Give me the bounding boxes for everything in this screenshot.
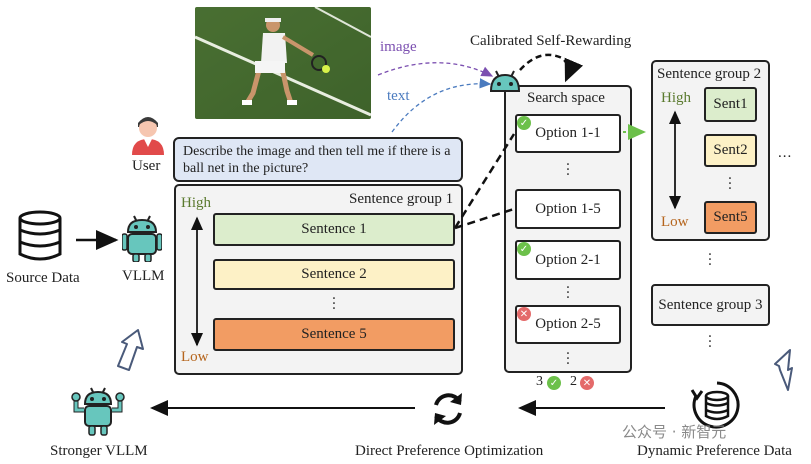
cross-icon: ✕ [517, 307, 531, 321]
refresh-icon [428, 389, 468, 429]
prompt-text: Describe the image and then tell me if t… [183, 144, 451, 176]
user-label: User [132, 158, 161, 174]
option-1-5-box: Option 1-5 [515, 189, 621, 229]
group2-horizontal-ellipsis: ... [778, 145, 793, 161]
database-icon [16, 210, 64, 262]
check-icon: ✓ [517, 116, 531, 130]
search-ellipsis-3: ··· [565, 346, 571, 372]
option-2-1-box: Option 2-1 [515, 240, 621, 280]
tennis-photo [195, 7, 371, 119]
check-icon: ✓ [517, 242, 531, 256]
sent5-box: Sent5 [704, 201, 757, 234]
dpo-label: Direct Preference Optimization [355, 443, 544, 459]
option-1-1-box: Option 1-1 [515, 114, 621, 153]
group1-high-label: High [181, 195, 211, 211]
sentence-1-box: Sentence 1 [213, 213, 455, 246]
groups-vertical-ellipsis: ··· [707, 247, 713, 273]
sentence-5-box: Sentence 5 [213, 318, 455, 351]
good-count: 3 [536, 374, 543, 389]
group2-low-label: Low [661, 214, 689, 230]
source-data-label: Source Data [6, 270, 80, 286]
calibrated-self-rewarding-title: Calibrated Self-Rewarding [470, 33, 632, 49]
sentence-group-1-title: Sentence group 1 [349, 191, 454, 207]
search-space-title: Search space [527, 90, 605, 106]
vllm-robot-icon [121, 214, 163, 263]
search-ellipsis-2: ··· [565, 280, 571, 306]
vllm-label: VLLM [122, 268, 165, 284]
stronger-robot-icon [70, 386, 126, 436]
sent2-box: Sent2 [704, 134, 757, 167]
bad-count: 2 [570, 374, 577, 389]
prompt-box: Describe the image and then tell me if t… [173, 137, 463, 182]
sentence-group-3-box: Sentence group 3 [651, 284, 770, 326]
text-arrow-label: text [387, 88, 410, 104]
search-ellipsis-1: ··· [565, 157, 571, 183]
sent1-box: Sent1 [704, 87, 757, 122]
option-2-5-box: Option 2-5 [515, 305, 621, 344]
dynamic-preference-label: Dynamic Preference Data [637, 443, 792, 459]
watermark-text: 公众号 · 新智元 [622, 423, 727, 441]
group3-vertical-ellipsis: ··· [707, 329, 713, 355]
group2-high-label: High [661, 90, 691, 106]
group1-low-label: Low [181, 349, 209, 365]
stronger-vllm-label: Stronger VLLM [50, 443, 148, 459]
sentence-2-box: Sentence 2 [213, 259, 455, 290]
reward-robot-icon [488, 67, 522, 97]
group1-vertical-ellipsis: ··· [331, 291, 337, 317]
group2-vertical-ellipsis: ··· [727, 171, 733, 197]
user-icon [130, 113, 166, 155]
cross-icon: ✕ [580, 376, 594, 390]
check-icon: ✓ [547, 376, 561, 390]
image-arrow-label: image [380, 39, 417, 55]
dynamic-database-icon [690, 380, 744, 430]
sentence-group-2-title: Sentence group 2 [657, 66, 762, 82]
